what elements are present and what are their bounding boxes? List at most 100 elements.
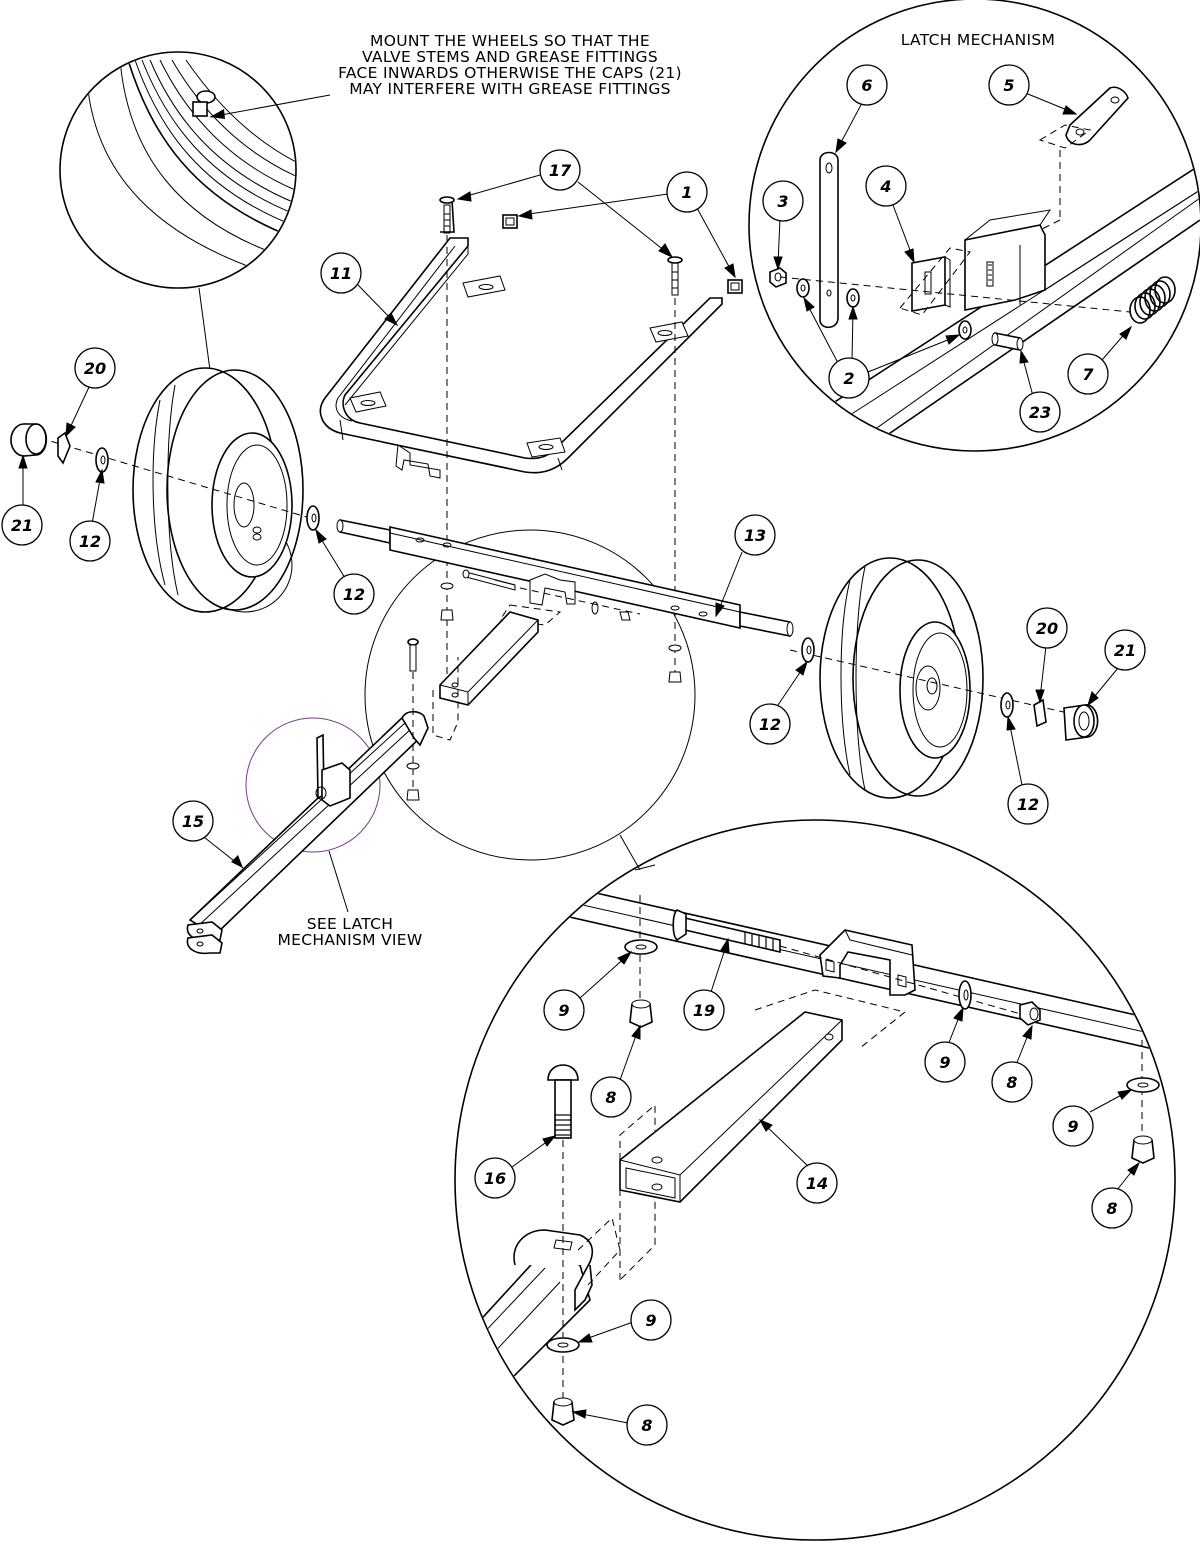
callout-17: 17 (539, 149, 581, 191)
callout-21-left: 21 (1, 504, 43, 546)
callout-4: 4 (865, 165, 907, 207)
latch-mechanism-detail (769, 86, 1200, 441)
see-latch-note: SEE LATCH MECHANISM VIEW (262, 916, 438, 948)
callout-23: 23 (1019, 391, 1061, 433)
right-outer-washer (1000, 692, 1014, 718)
wheel-mount-note-line-1: MOUNT THE WHEELS SO THAT THE (370, 32, 650, 50)
callout-6: 6 (846, 64, 888, 106)
svg-text:12: 12 (759, 715, 781, 734)
svg-text:4: 4 (879, 177, 891, 196)
svg-text:12: 12 (343, 585, 365, 604)
callout-15: 15 (172, 800, 214, 842)
svg-text:19: 19 (693, 1001, 715, 1020)
svg-text:12: 12 (1017, 795, 1039, 814)
svg-text:9: 9 (645, 1311, 656, 1330)
callout-12-right-outer: 12 (1007, 783, 1049, 825)
svg-text:8: 8 (605, 1088, 616, 1107)
svg-text:9: 9 (1067, 1117, 1078, 1136)
svg-text:21: 21 (11, 516, 33, 535)
cart-frame (319, 237, 723, 479)
callout-12-left-inner: 12 (333, 573, 375, 615)
svg-text:14: 14 (806, 1174, 828, 1193)
callout-9-bottom: 9 (630, 1299, 672, 1341)
left-cotter-pin (57, 431, 71, 465)
see-latch-note-line-2: MECHANISM VIEW (277, 931, 423, 949)
callout-16: 16 (474, 1157, 516, 1199)
valve-stem (192, 101, 208, 117)
callout-bubbles: 17 1 11 20 21 12 12 13 12 20 21 12 15 6 … (1, 64, 1146, 1446)
callout-7: 7 (1067, 353, 1109, 395)
callout-8-bottom: 8 (626, 1404, 668, 1446)
valve-stem-cap (196, 90, 216, 104)
wheel-mount-note: MOUNT THE WHEELS SO THAT THE VALVE STEMS… (318, 33, 702, 97)
callout-12-left-outer: 12 (69, 520, 111, 562)
wheel-mount-note-line-2: VALVE STEMS AND GREASE FITTINGS (362, 48, 658, 66)
svg-text:17: 17 (549, 161, 572, 180)
tongue-bracket (432, 611, 539, 741)
frame-fasteners (439, 196, 743, 690)
callout-13: 13 (734, 514, 776, 556)
svg-text:8: 8 (641, 1416, 652, 1435)
callout-2: 2 (828, 357, 870, 399)
svg-text:9: 9 (558, 1001, 569, 1020)
svg-text:8: 8 (1106, 1199, 1117, 1218)
right-cotter-pin (1033, 698, 1047, 728)
svg-text:15: 15 (182, 812, 204, 831)
svg-text:1: 1 (681, 183, 692, 202)
detail-circles (59, 0, 1200, 1541)
svg-text:5: 5 (1003, 76, 1014, 95)
svg-text:2: 2 (843, 369, 854, 388)
callout-8-top-left: 8 (590, 1076, 632, 1118)
callout-20-right: 20 (1026, 607, 1068, 649)
callout-9-axle: 9 (924, 1041, 966, 1083)
callout-9-right: 9 (1052, 1105, 1094, 1147)
callout-leaders (18, 91, 1141, 1424)
svg-text:8: 8 (1006, 1073, 1017, 1092)
see-latch-leader (328, 850, 349, 913)
axle-center-detail-circle (364, 529, 696, 861)
callout-5: 5 (988, 64, 1030, 106)
left-wheel (132, 367, 304, 613)
left-hub-parts (10, 423, 320, 531)
callout-1: 1 (666, 171, 708, 213)
left-outer-washer (95, 447, 109, 473)
bracket-detail-leader (619, 834, 641, 871)
right-inner-washer (801, 637, 815, 663)
tongue (184, 638, 429, 955)
callout-8-axle: 8 (991, 1061, 1033, 1103)
axle-bracket-detail-circle (454, 819, 1176, 1541)
axle (336, 519, 794, 683)
left-inner-washer (306, 505, 320, 531)
svg-text:13: 13 (744, 526, 766, 545)
right-wheel (789, 557, 1099, 799)
valve-stem-detail (87, 59, 331, 281)
svg-text:6: 6 (861, 76, 872, 95)
see-latch-circle (245, 717, 381, 853)
svg-text:23: 23 (1029, 403, 1051, 422)
wheel-mount-note-line-4: MAY INTERFERE WITH GREASE FITTINGS (349, 80, 671, 98)
callout-20-left: 20 (74, 347, 116, 389)
wheel-mount-note-line-3: FACE INWARDS OTHERWISE THE CAPS (21) (338, 64, 682, 82)
svg-text:20: 20 (84, 359, 106, 378)
svg-text:20: 20 (1036, 619, 1058, 638)
see-latch-note-line-1: SEE LATCH (306, 915, 394, 933)
svg-text:11: 11 (330, 264, 352, 283)
svg-text:7: 7 (1082, 365, 1094, 384)
latch-mechanism-detail-circle (748, 0, 1200, 452)
callout-19: 19 (683, 989, 725, 1031)
callout-12-right-inner: 12 (749, 703, 791, 745)
callout-9-top-left: 9 (543, 989, 585, 1031)
callout-8-right: 8 (1091, 1187, 1133, 1229)
svg-text:16: 16 (484, 1169, 506, 1188)
svg-text:9: 9 (939, 1053, 950, 1072)
callout-11: 11 (320, 252, 362, 294)
callout-14: 14 (796, 1162, 838, 1204)
valve-stem-detail-circle (59, 51, 297, 289)
callout-3: 3 (762, 180, 804, 222)
svg-text:3: 3 (777, 192, 788, 211)
svg-text:12: 12 (79, 532, 101, 551)
svg-text:21: 21 (1114, 641, 1136, 660)
latch-mechanism-title: LATCH MECHANISM (900, 31, 1056, 49)
callout-21-right: 21 (1104, 629, 1146, 671)
